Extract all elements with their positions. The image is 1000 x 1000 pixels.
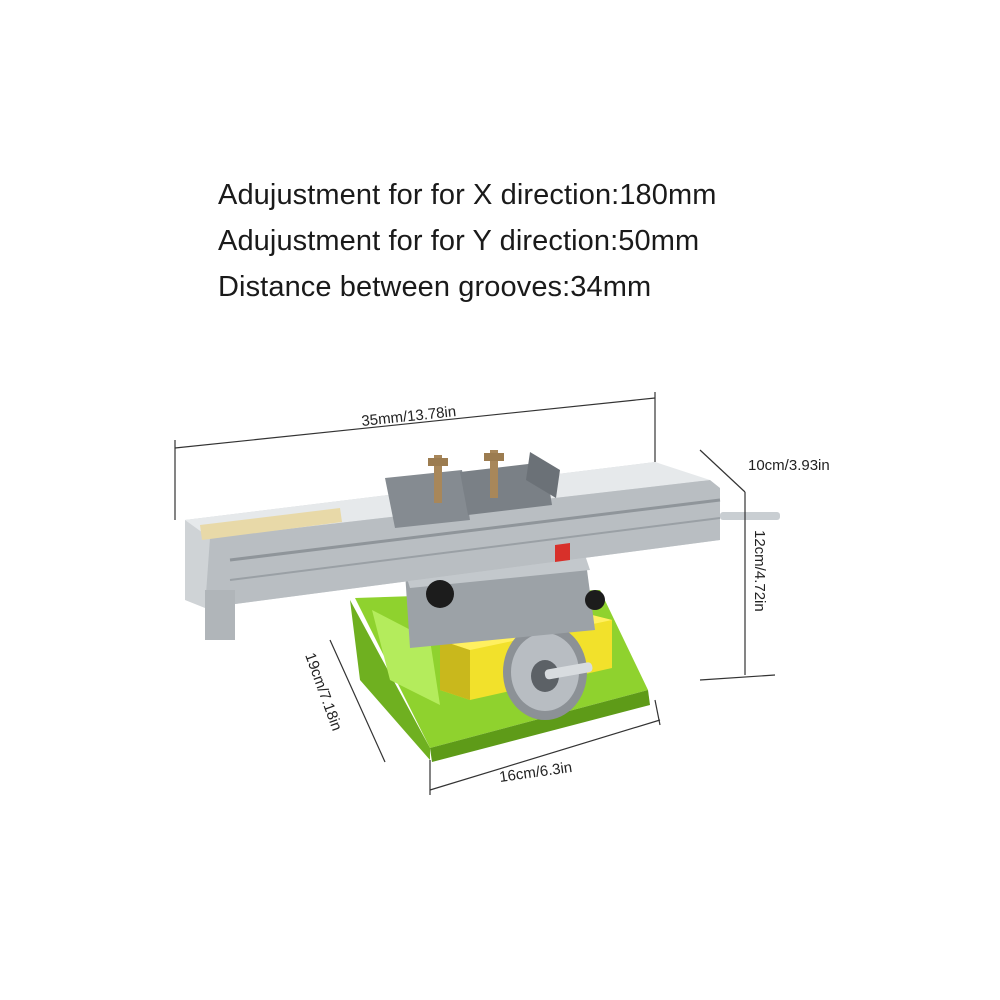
dimension-lines [174, 392, 776, 795]
spec-x-adjustment: Adujustment for for X direction:180mm [218, 179, 717, 211]
spec-list: Adujustment for for X direction:180mm Ad… [218, 172, 918, 310]
dimension-length-label: 35mm/13.78in [361, 403, 457, 430]
dimension-depth-label: 10cm/3.93in [748, 457, 830, 474]
dimension-base-depth-label: 19cm/7.18in [301, 651, 345, 734]
vise-jaws [385, 450, 560, 528]
dimension-base-width-label: 16cm/6.3in [498, 759, 573, 786]
spec-y-adjustment: Adujustment for for Y direction:50mm [218, 225, 700, 257]
dimension-height-label: 12cm/4.72in [751, 530, 768, 612]
front-handwheel [503, 624, 593, 720]
spec-groove-distance: Distance between grooves:34mm [218, 271, 652, 303]
